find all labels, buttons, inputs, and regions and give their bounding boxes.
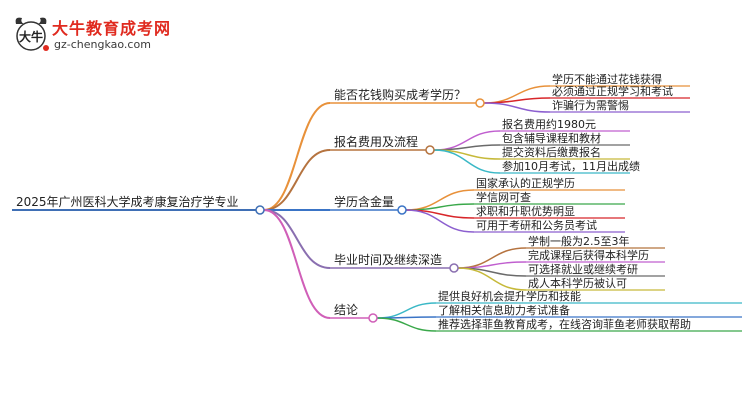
branch-label[interactable]: 结论: [334, 303, 358, 317]
root-label[interactable]: 2025年广州医科大学成考康复治疗学专业: [16, 194, 239, 209]
leaf-label[interactable]: 可用于考研和公务员考试: [476, 219, 597, 232]
leaf-connector: [405, 209, 475, 233]
leaf-label[interactable]: 推荐选择菲鱼教育成考，在线咨询菲鱼老师获取帮助: [438, 317, 691, 331]
branch-connector: [263, 102, 331, 211]
leaf-connector: [433, 144, 501, 151]
branch-collapse-toggle[interactable]: [397, 205, 407, 215]
leaf-label[interactable]: 诈骗行为需警惕: [552, 98, 629, 112]
branch-label[interactable]: 毕业时间及继续深造: [334, 253, 442, 267]
leaf-connector: [433, 149, 501, 174]
leaf-label[interactable]: 求职和升职优势明显: [476, 205, 575, 218]
branch-collapse-toggle[interactable]: [475, 98, 485, 108]
leaf-label[interactable]: 包含辅导课程和教材: [502, 131, 601, 145]
root-collapse-toggle[interactable]: [255, 205, 265, 215]
leaf-label[interactable]: 必须通过正规学习和考试: [552, 84, 673, 98]
logo-url: gz-chengkao.com: [54, 38, 151, 51]
leaf-connector: [376, 317, 437, 332]
leaf-label[interactable]: 报名费用约1980元: [502, 117, 596, 131]
leaf-connector: [483, 97, 551, 104]
leaf-label[interactable]: 学制一般为2.5至3年: [528, 234, 630, 248]
branch-connector: [263, 209, 331, 319]
bull-logo-icon: 大牛: [15, 17, 49, 51]
branch-collapse-toggle[interactable]: [368, 313, 378, 323]
logo-title: 大牛教育成考网: [52, 19, 172, 38]
leaf-connector: [457, 267, 527, 291]
leaf-connector: [457, 261, 527, 269]
branch-collapse-toggle[interactable]: [449, 263, 459, 273]
site-logo[interactable]: 大牛 大牛教育成考网 gz-chengkao.com: [12, 14, 170, 56]
branch-connector: [263, 149, 331, 211]
leaf-label[interactable]: 了解相关信息助力考试准备: [438, 303, 570, 317]
branch-connector: [263, 209, 331, 269]
branch-label[interactable]: 能否花钱购买成考学历？: [334, 87, 466, 102]
leaf-label[interactable]: 参加10月考试，11月出成绩: [502, 159, 640, 173]
leaf-connector: [376, 302, 437, 319]
leaf-label[interactable]: 学信网可查: [476, 190, 531, 204]
leaf-label[interactable]: 提交资料后缴费报名: [502, 145, 601, 159]
leaf-label[interactable]: 国家承认的正规学历: [476, 176, 575, 190]
branch-label[interactable]: 报名费用及流程: [334, 134, 418, 149]
leaf-label[interactable]: 学历不能通过花钱获得: [552, 72, 662, 86]
leaf-label[interactable]: 提供良好机会提升学历和技能: [438, 289, 581, 303]
leaf-connector: [405, 203, 475, 211]
leaf-label[interactable]: 可选择就业或继续考研: [528, 262, 638, 276]
leaf-connector: [483, 102, 551, 113]
branch-collapse-toggle[interactable]: [425, 145, 435, 155]
branch-label[interactable]: 学历含金量: [334, 194, 394, 209]
leaf-label[interactable]: 成人本科学历被认可: [528, 276, 627, 290]
logo-mark-text: 大牛: [19, 29, 43, 44]
leaf-label[interactable]: 完成课程后获得本科学历: [528, 248, 649, 262]
